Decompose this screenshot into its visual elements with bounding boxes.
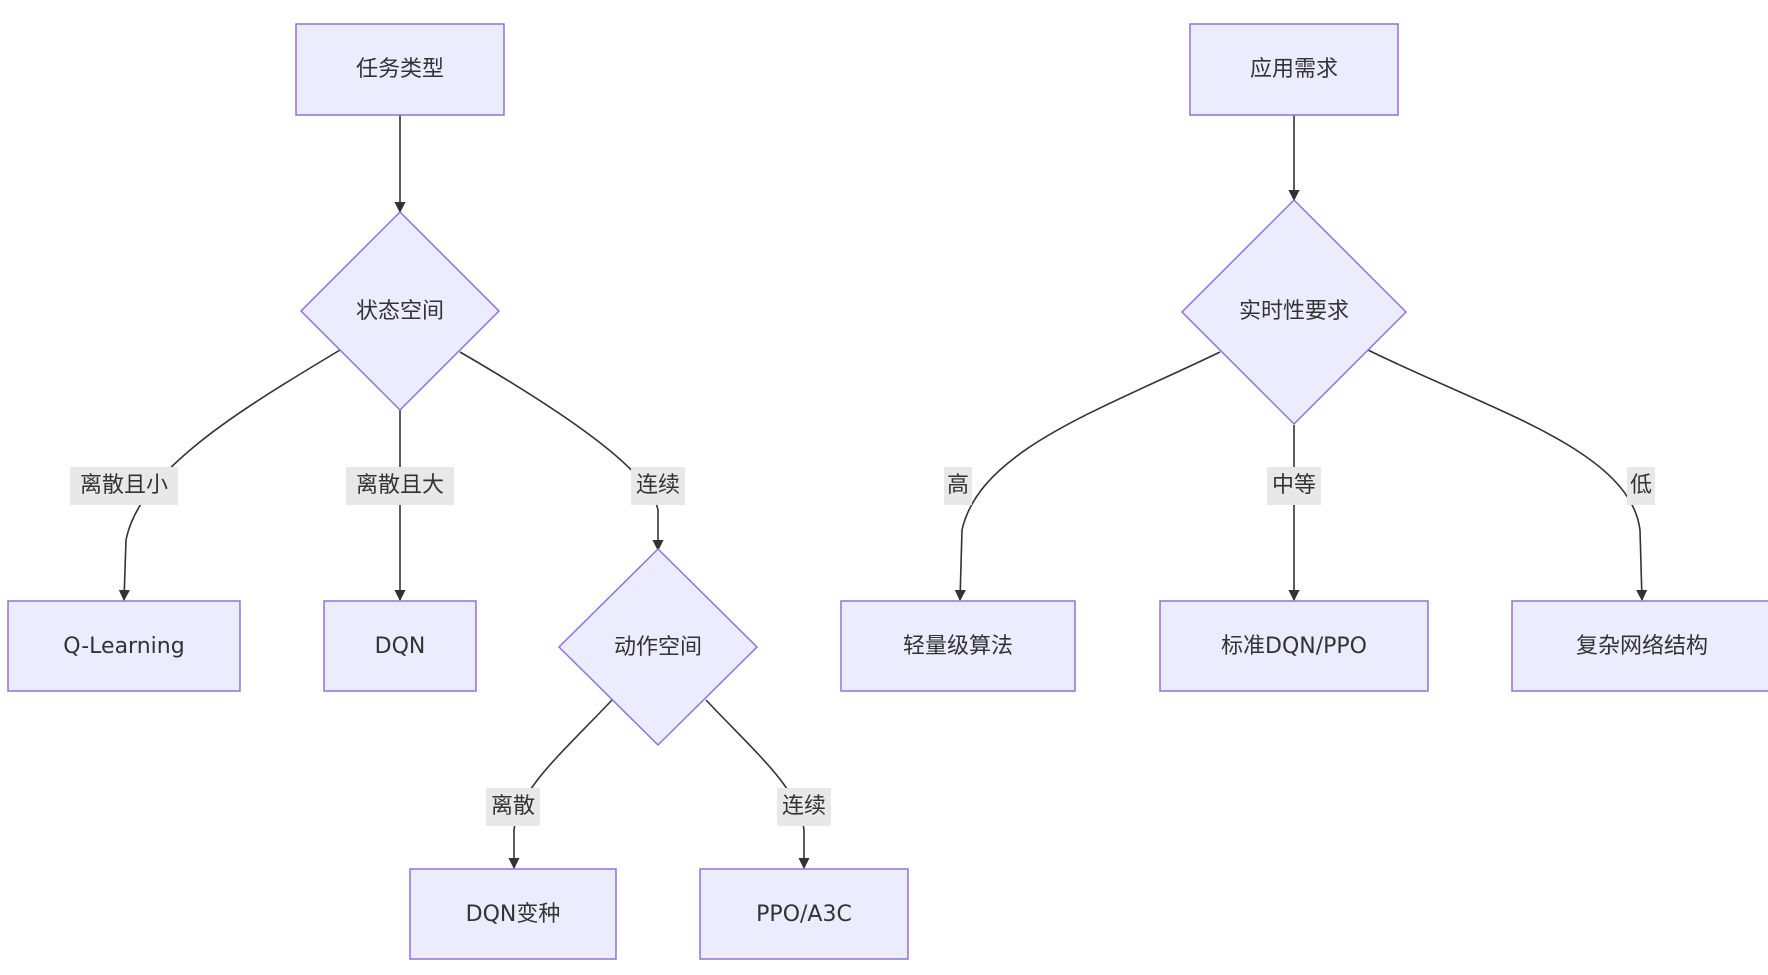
node-q-learning-label: Q-Learning bbox=[63, 634, 184, 659]
edge-realtime-to-lightweight bbox=[954, 351, 1221, 602]
edges-app bbox=[954, 115, 1648, 602]
node-complex-label: 复杂网络结构 bbox=[1576, 634, 1708, 659]
edge-label-medium-text: 中等 bbox=[1272, 473, 1316, 498]
node-state-space-label: 状态空间 bbox=[356, 299, 444, 324]
edge-label-continuous: 连续 bbox=[631, 467, 685, 505]
node-dqn-label: DQN bbox=[375, 634, 426, 659]
node-dqn: DQN bbox=[323, 600, 477, 692]
node-action-space-label: 动作空间 bbox=[614, 635, 702, 660]
edge-label-low: 低 bbox=[1627, 467, 1655, 505]
node-dqn-variant-label: DQN变种 bbox=[466, 902, 561, 927]
edge-label-discrete: 离散 bbox=[486, 788, 540, 826]
edge-label-continuous-action-text: 连续 bbox=[782, 794, 826, 819]
node-complex: 复杂网络结构 bbox=[1511, 600, 1768, 692]
edge-label-high: 高 bbox=[944, 467, 972, 505]
node-action-space: 动作空间 bbox=[557, 547, 759, 747]
edge-state-space-to-q-learning bbox=[118, 349, 341, 602]
node-realtime-label: 实时性要求 bbox=[1239, 299, 1349, 324]
edge-label-discrete-large: 离散且大 bbox=[346, 467, 454, 505]
edge-state-space-to-action-space bbox=[459, 351, 664, 552]
node-standard: 标准DQN/PPO bbox=[1159, 600, 1429, 692]
edge-action-space-to-ppo-a3c bbox=[705, 699, 810, 870]
edge-label-discrete-large-text: 离散且大 bbox=[356, 473, 444, 498]
node-ppo-a3c: PPO/A3C bbox=[699, 868, 909, 960]
node-realtime: 实时性要求 bbox=[1180, 198, 1408, 426]
edge-label-high-text: 高 bbox=[947, 473, 969, 498]
node-lightweight: 轻量级算法 bbox=[840, 600, 1076, 692]
edge-label-discrete-text: 离散 bbox=[491, 794, 535, 819]
edge-label-medium: 中等 bbox=[1267, 467, 1321, 505]
edge-label-discrete-small: 离散且小 bbox=[70, 467, 178, 505]
node-standard-label: 标准DQN/PPO bbox=[1221, 634, 1367, 659]
edge-action-space-to-dqn-variant bbox=[508, 699, 613, 870]
node-lightweight-label: 轻量级算法 bbox=[903, 634, 1013, 659]
edges-task bbox=[118, 115, 810, 870]
node-state-space: 状态空间 bbox=[299, 210, 501, 412]
edge-label-continuous-text: 连续 bbox=[636, 473, 680, 498]
edge-label-low-text: 低 bbox=[1630, 473, 1652, 498]
edge-label-continuous-action: 连续 bbox=[777, 788, 831, 826]
node-task-type: 任务类型 bbox=[295, 23, 505, 116]
edge-realtime-to-complex bbox=[1367, 349, 1648, 602]
node-dqn-variant: DQN变种 bbox=[409, 868, 617, 960]
node-q-learning: Q-Learning bbox=[7, 600, 241, 692]
node-app-needs: 应用需求 bbox=[1189, 23, 1399, 116]
node-task-type-label: 任务类型 bbox=[356, 57, 444, 82]
edge-label-discrete-small-text: 离散且小 bbox=[80, 473, 168, 498]
node-ppo-a3c-label: PPO/A3C bbox=[756, 902, 852, 927]
node-app-needs-label: 应用需求 bbox=[1250, 57, 1338, 82]
